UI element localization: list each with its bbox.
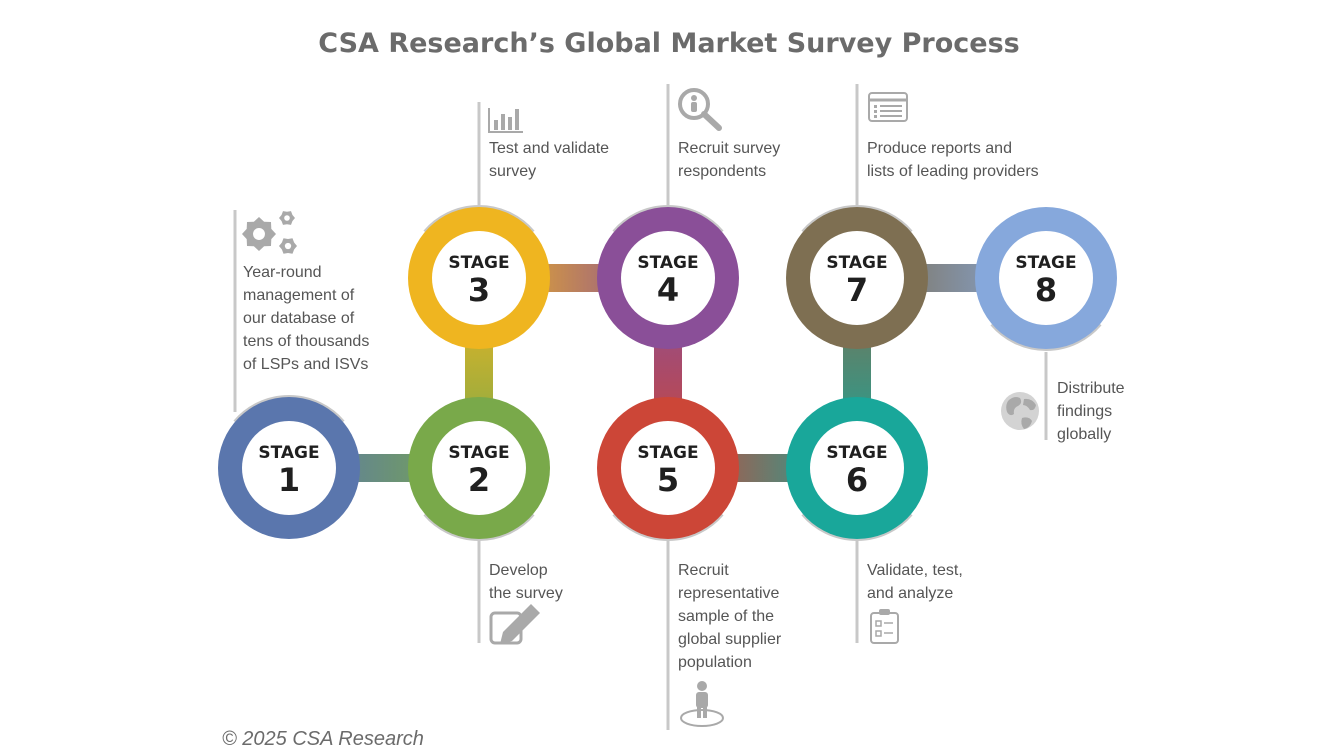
stage-4-label: STAGE [637, 253, 698, 273]
stage-6-number: 6 [846, 461, 868, 499]
stage-8-center [999, 231, 1093, 325]
stage-7-label: STAGE [826, 253, 887, 273]
stage-7-center [810, 231, 904, 325]
page-title: CSA Research’s Global Market Survey Proc… [318, 28, 1019, 59]
globe-icon [1001, 392, 1039, 430]
magnifier-person-icon [678, 88, 722, 131]
stage-8-label: STAGE [1015, 253, 1076, 273]
pencil-icon [489, 604, 540, 645]
stage-1-label: STAGE [258, 443, 319, 463]
stage-8-number: 8 [1035, 271, 1057, 309]
stage-3-label: STAGE [448, 253, 509, 273]
stage-icons [242, 88, 1039, 727]
stage-6-description: Validate, test,and analyze [867, 562, 963, 602]
stage-2-label: STAGE [448, 443, 509, 463]
stage-7-number: 7 [846, 271, 868, 309]
gears-icon [242, 211, 297, 254]
stage-2-number: 2 [468, 461, 490, 499]
stage-1-number: 1 [278, 461, 300, 499]
stage-1-center [242, 421, 336, 515]
person-icon [680, 681, 724, 727]
stage-5-number: 5 [657, 461, 679, 499]
stage-4-center [621, 231, 715, 325]
copyright-text: © 2025 CSA Research [222, 728, 424, 750]
stage-6-center [810, 421, 904, 515]
stage-2-center [432, 421, 526, 515]
stage-3-center [432, 231, 526, 325]
bar-chart-icon [488, 108, 523, 133]
stage-6-label: STAGE [826, 443, 887, 463]
clipboard-icon [870, 609, 899, 644]
stage-5-center [621, 421, 715, 515]
stage-5-label: STAGE [637, 443, 698, 463]
report-icon [868, 92, 908, 122]
stage-rings: STAGE1STAGE2STAGE3STAGE4STAGE5STAGE6STAG… [218, 207, 1117, 539]
stage-4-number: 4 [657, 271, 679, 309]
stage-3-number: 3 [468, 271, 490, 309]
